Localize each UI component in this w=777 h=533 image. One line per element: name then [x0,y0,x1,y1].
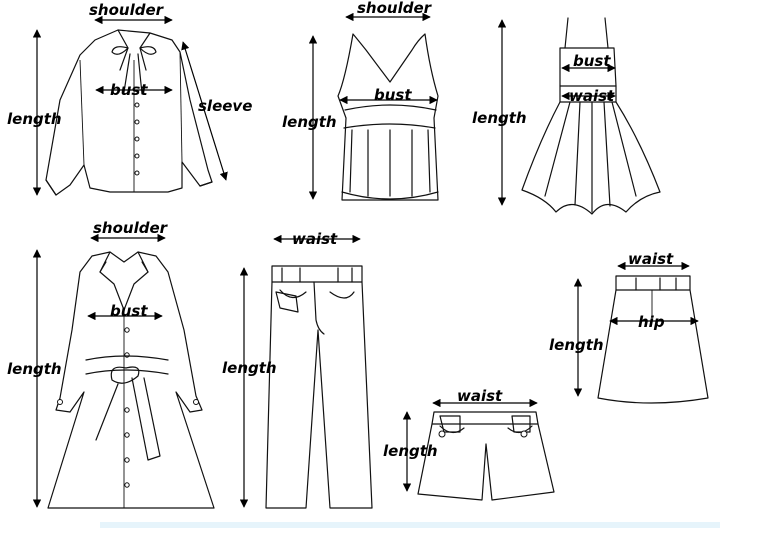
trousers-waist-label: waist [292,230,338,248]
footer-band [100,522,720,528]
skirt-garment: waist hip length [549,250,709,404]
skirt-hip-label: hip [638,313,665,331]
skirt-waist-label: waist [628,250,674,268]
dress-garment: bust waist length [472,17,661,215]
coat-shoulder-label: shoulder [93,219,169,237]
dress-waist-label: waist [569,87,615,105]
vest-top-shoulder-label: shoulder [357,0,433,17]
shorts-drawing [417,411,555,501]
shorts-length-label: length [383,442,438,460]
vest-top-bust-label: bust [374,86,412,104]
vest-top-garment: shoulder bust length [282,0,439,201]
blouse-sleeve-label: sleeve [198,97,252,115]
trousers-drawing [265,265,373,509]
vest-top-drawing [337,33,439,201]
blouse-sleeve-arrow [181,41,228,181]
trousers-garment: waist length [222,230,373,509]
shorts-waist-label: waist [457,387,503,405]
shorts-garment: waist length [383,387,555,501]
vest-top-length-label: length [282,113,337,131]
skirt-length-label: length [549,336,604,354]
coat-garment: shoulder bust length [7,219,215,509]
blouse-length-label: length [7,110,62,128]
coat-drawing [47,251,215,509]
blouse-drawing [45,29,213,196]
blouse-bust-label: bust [110,81,148,99]
trousers-length-label: length [222,359,277,377]
dress-bust-label: bust [573,52,611,70]
coat-bust-label: bust [110,302,148,320]
blouse-garment: shoulder bust sleeve length [7,1,252,196]
dress-drawing [521,17,661,215]
skirt-drawing [597,275,709,404]
coat-length-label: length [7,360,62,378]
blouse-shoulder-label: shoulder [89,1,165,19]
dress-length-label: length [472,109,527,127]
